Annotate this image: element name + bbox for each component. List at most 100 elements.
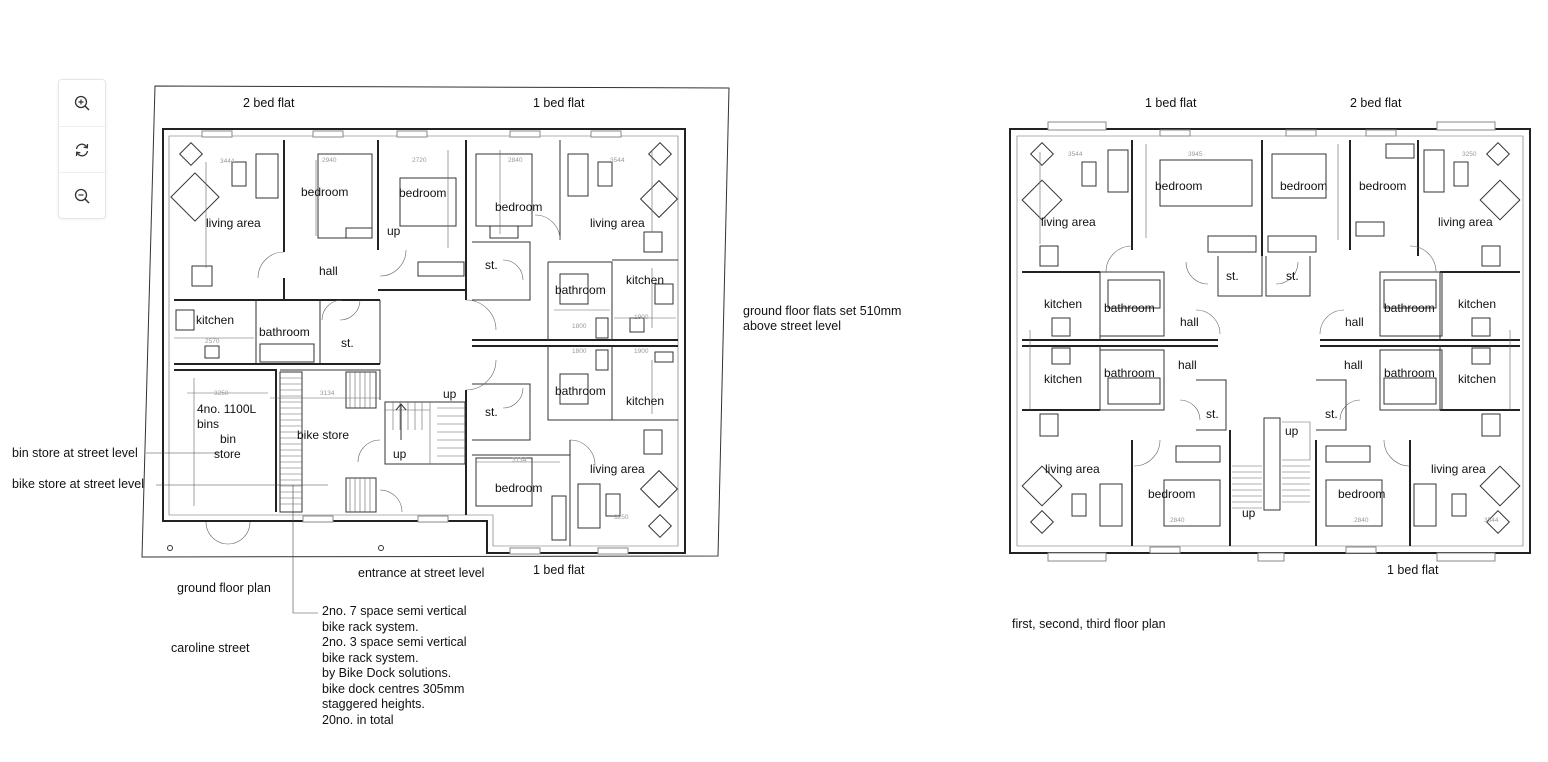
room-bedroom: bedroom: [1338, 487, 1385, 501]
room-hall: hall: [319, 264, 338, 278]
ground-stairs: [384, 401, 466, 465]
svg-text:3250: 3250: [214, 390, 229, 397]
svg-text:1800: 1800: [572, 323, 587, 330]
svg-text:2840: 2840: [1170, 517, 1185, 524]
ground-labels: 2 bed flat 1 bed flat 1 bed flat living …: [12, 96, 901, 727]
ground-heading-1-bed-top: 1 bed flat: [533, 96, 585, 110]
room-living-area: living area: [1438, 215, 1493, 229]
svg-text:3134: 3134: [320, 390, 335, 397]
bike-rack-note: 2no. 7 space semi vertical bike rack sys…: [322, 604, 467, 727]
svg-text:2840: 2840: [508, 157, 523, 164]
room-store: st.: [1206, 407, 1219, 421]
caption-upper-floor-plan: first, second, third floor plan: [1012, 617, 1166, 631]
room-kitchen: kitchen: [1044, 372, 1082, 386]
svg-text:3134: 3134: [512, 457, 527, 464]
caption-entrance: entrance at street level: [358, 566, 484, 580]
svg-text:3250: 3250: [1462, 151, 1477, 158]
rotate-icon: [75, 143, 89, 157]
room-hall: hall: [1345, 315, 1364, 329]
room-living-area: living area: [206, 216, 261, 230]
room-kitchen: kitchen: [1044, 297, 1082, 311]
label-up: up: [1242, 506, 1256, 520]
svg-text:bike rack system.: bike rack system.: [322, 620, 419, 634]
room-bedroom: bedroom: [495, 481, 542, 495]
room-bathroom: bathroom: [1384, 301, 1435, 315]
svg-text:2940: 2940: [322, 157, 337, 164]
svg-text:by Bike Dock solutions.: by Bike Dock solutions.: [322, 666, 451, 680]
svg-text:2no. 7 space semi vertical: 2no. 7 space semi vertical: [322, 604, 467, 618]
room-bin-store: bin: [220, 432, 236, 446]
zoom-in-button[interactable]: [59, 80, 105, 126]
svg-text:2570: 2570: [205, 338, 220, 345]
upper-floor-plan: [1009, 121, 1531, 562]
room-living-area: living area: [1041, 215, 1096, 229]
caption-flats-set-2: above street level: [743, 319, 841, 333]
room-store: st.: [1286, 269, 1299, 283]
room-bin-store: store: [214, 447, 241, 461]
note-bike-store: bike store at street level: [12, 477, 144, 491]
zoom-out-button[interactable]: [59, 172, 105, 219]
svg-text:2no. 3 space semi vertical: 2no. 3 space semi vertical: [322, 635, 467, 649]
label-up: up: [393, 447, 407, 461]
svg-text:3544: 3544: [610, 157, 625, 164]
svg-text:3250: 3250: [614, 514, 629, 521]
room-bike-store: bike store: [297, 428, 349, 442]
ground-outer-wall: [162, 128, 686, 554]
room-living-area: living area: [1431, 462, 1486, 476]
room-kitchen: kitchen: [196, 313, 234, 327]
room-bedroom: bedroom: [1280, 179, 1327, 193]
zoom-out-icon: [74, 188, 90, 204]
upper-heading-1-bed-bottom: 1 bed flat: [1387, 563, 1439, 577]
upper-labels: 1 bed flat 2 bed flat 1 bed flat living …: [1012, 96, 1499, 631]
upper-outer-wall: [1009, 128, 1531, 554]
room-store: st.: [341, 336, 354, 350]
room-store: st.: [485, 258, 498, 272]
caption-flats-set: ground floor flats set 510mm: [743, 304, 901, 318]
room-hall: hall: [1180, 315, 1199, 329]
svg-text:1800: 1800: [572, 348, 587, 355]
room-kitchen: kitchen: [1458, 372, 1496, 386]
room-bathroom: bathroom: [555, 283, 606, 297]
room-bathroom: bathroom: [1384, 366, 1435, 380]
room-bins: 4no. 1100L: [197, 402, 256, 416]
room-kitchen: kitchen: [626, 394, 664, 408]
label-up: up: [443, 387, 457, 401]
svg-text:3945: 3945: [1188, 151, 1203, 158]
svg-text:3544: 3544: [1068, 151, 1083, 158]
room-living-area: living area: [1045, 462, 1100, 476]
room-bedroom: bedroom: [1359, 179, 1406, 193]
zoom-toolbar: [58, 79, 106, 219]
ground-heading-2-bed: 2 bed flat: [243, 96, 295, 110]
room-bathroom: bathroom: [555, 384, 606, 398]
room-bedroom: bedroom: [301, 185, 348, 199]
room-store: st.: [485, 405, 498, 419]
ground-heading-1-bed-bottom: 1 bed flat: [533, 563, 585, 577]
svg-text:3444: 3444: [220, 158, 235, 165]
svg-text:1900: 1900: [634, 314, 649, 321]
room-hall: hall: [1344, 358, 1363, 372]
bike-racks: [279, 371, 377, 513]
room-bedroom: bedroom: [495, 200, 542, 214]
label-up: up: [387, 224, 401, 238]
rotate-button[interactable]: [59, 126, 105, 173]
svg-text:2840: 2840: [1354, 517, 1369, 524]
svg-text:20no. in total: 20no. in total: [322, 713, 394, 727]
room-bathroom: bathroom: [1104, 301, 1155, 315]
room-bathroom: bathroom: [259, 325, 310, 339]
upper-stairs: [1232, 417, 1311, 511]
room-bathroom: bathroom: [1104, 366, 1155, 380]
svg-text:1900: 1900: [634, 348, 649, 355]
room-store: st.: [1226, 269, 1239, 283]
room-kitchen: kitchen: [626, 273, 664, 287]
caption-ground-floor-plan: ground floor plan: [177, 581, 271, 595]
svg-text:bike dock centres 305mm: bike dock centres 305mm: [322, 682, 464, 696]
site-boundary: [141, 85, 730, 558]
svg-text:bike rack system.: bike rack system.: [322, 651, 419, 665]
ground-furniture: [170, 141, 679, 541]
zoom-in-icon: [74, 95, 90, 111]
ground-floor-plan: [141, 85, 730, 614]
svg-text:2720: 2720: [412, 157, 427, 164]
room-living-area: living area: [590, 462, 645, 476]
